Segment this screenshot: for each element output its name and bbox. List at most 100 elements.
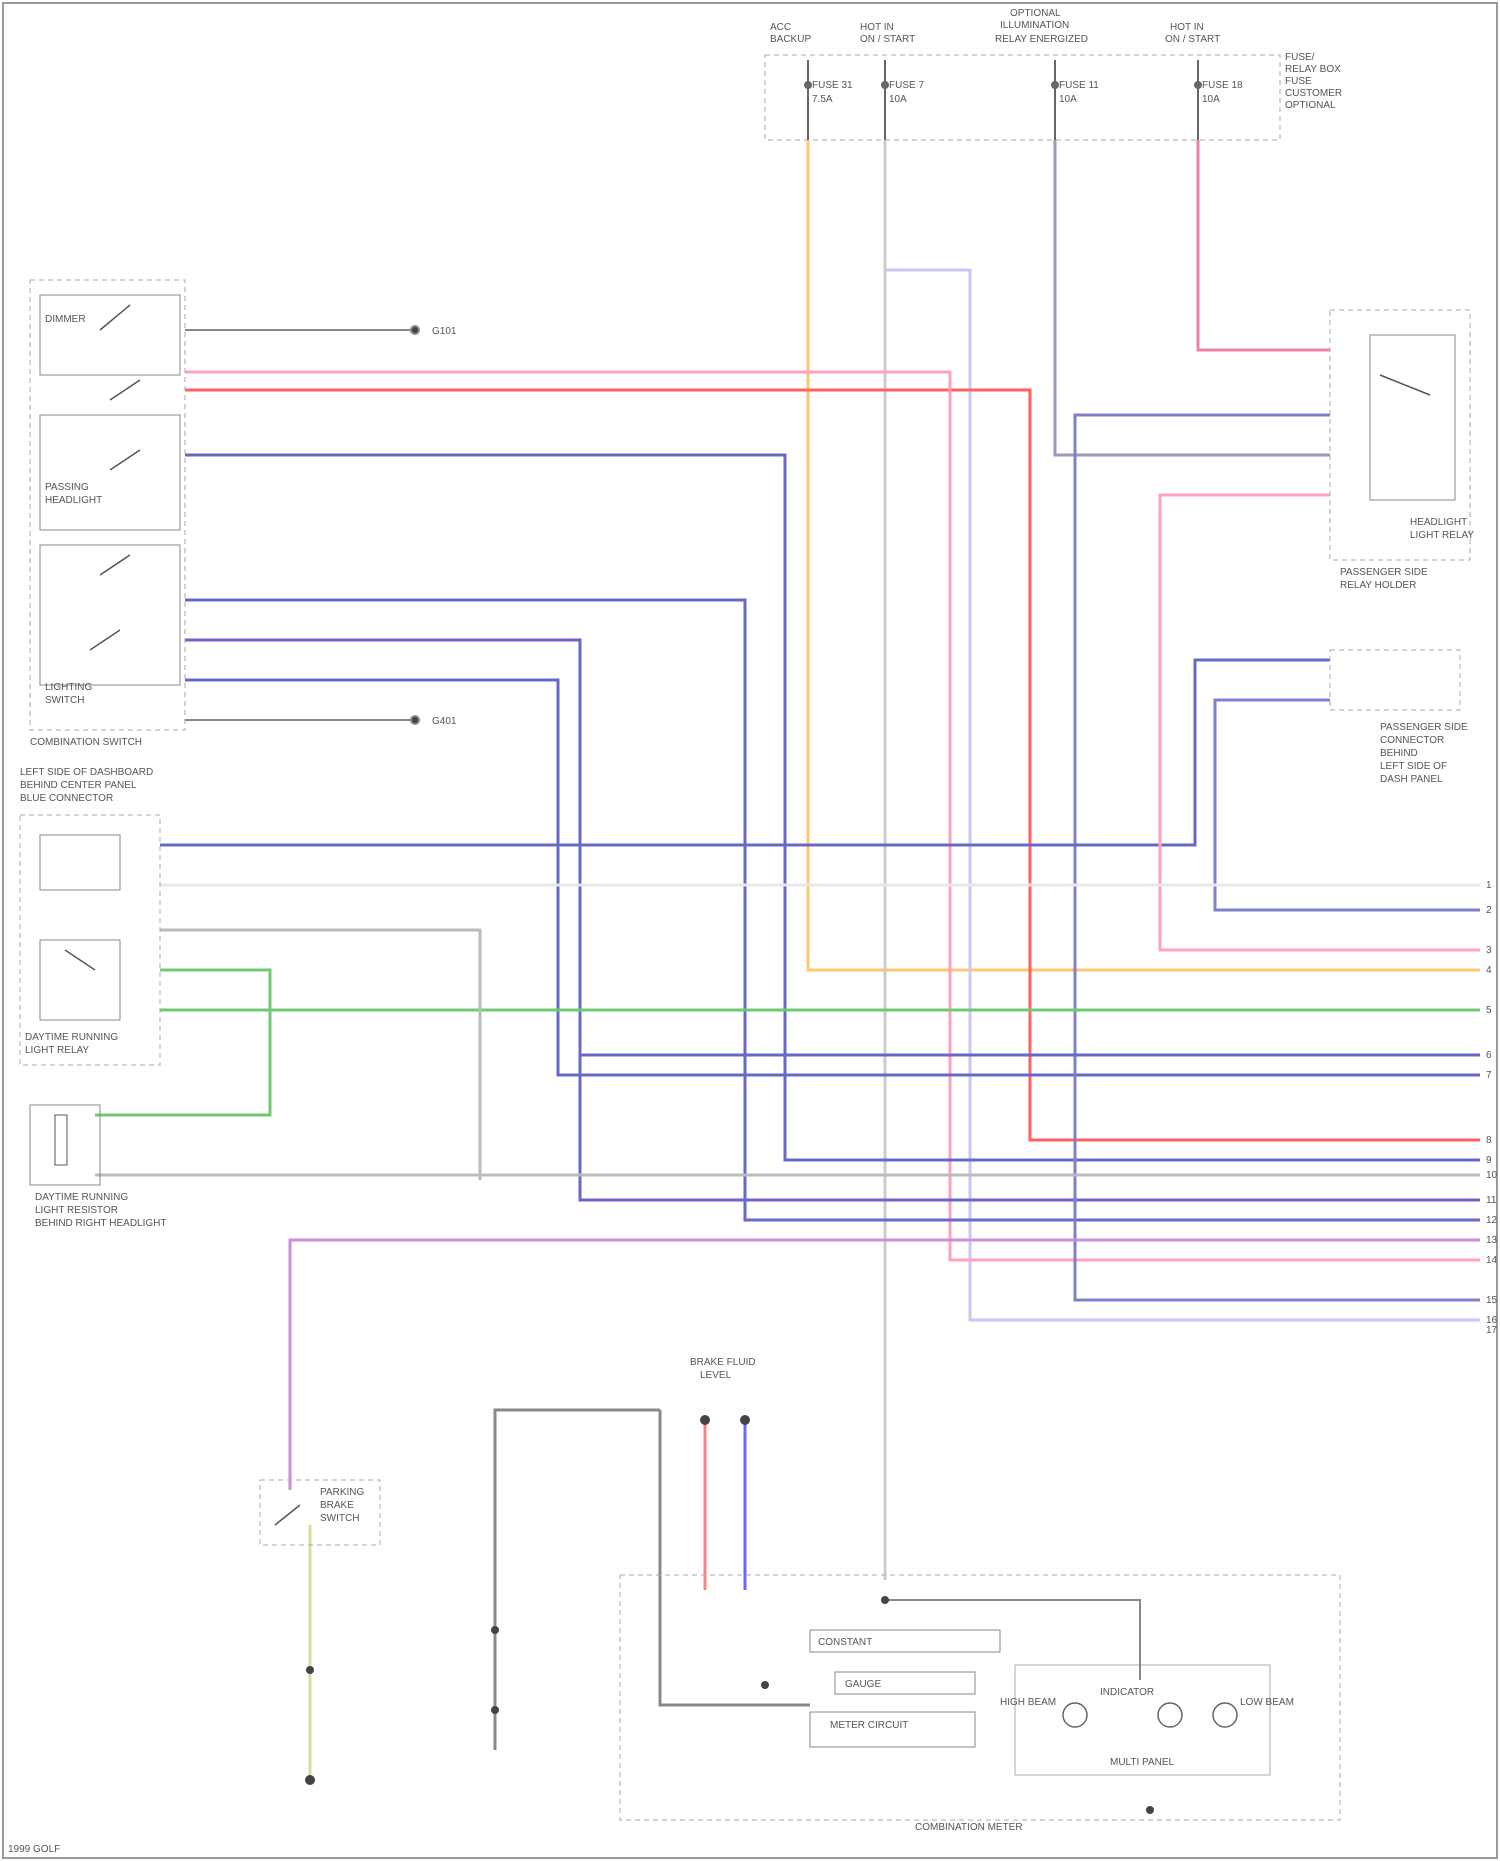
edge-number-5: 5 [1486,1005,1492,1016]
edge-number-13: 13 [1486,1235,1498,1246]
combo-part-dimmer: DIMMER [45,314,86,325]
ground-label-g401: G401 [432,716,457,727]
edge-number-11: 11 [1486,1195,1497,1206]
meter-part-high: HIGH BEAM [1000,1697,1056,1708]
headlight-relay-label-4: RELAY HOLDER [1340,580,1416,591]
fuse-col-4-fuse: FUSE 18 [1202,80,1243,91]
edge-number-15: 15 [1486,1295,1498,1306]
edge-number-9: 9 [1486,1155,1492,1166]
fuse-col-3-fuse: FUSE 11 [1059,80,1099,91]
resistor-label-2: LIGHT RESISTOR [35,1205,118,1216]
headlight-relay: HEADLIGHT LIGHT RELAY PASSENGER SIDE REL… [1330,310,1474,591]
parking-brake-switch: PARKING BRAKE SWITCH [260,1480,380,1785]
edge-number-12: 12 [1486,1215,1498,1226]
wire-blue-4 [185,680,1480,1075]
fuse-col-1-top-b: BACKUP [770,34,811,45]
fuse-box: ACC BACKUP FUSE 31 7.5A HOT IN ON / STAR… [765,8,1342,160]
meter-part-low: LOW BEAM [1240,1697,1294,1708]
footer-text: 1999 GOLF [8,1844,60,1855]
combination-switch: DIMMER PASSING HEADLIGHT LIGHTING SWITCH… [30,280,185,748]
edge-number-10: 10 [1486,1170,1498,1181]
edge-number-4: 4 [1486,965,1492,976]
passenger-label-2: CONNECTOR [1380,735,1444,746]
combo-part-headlight: HEADLIGHT [45,495,102,506]
wire-pink-1 [185,372,1480,1260]
edge-number-1: 1 [1486,880,1492,891]
fuse-col-3-amp: 10A [1059,94,1077,105]
fuse-col-1-fuse: FUSE 31 [812,80,853,91]
passenger-label-1: PASSENGER SIDE [1380,722,1468,733]
combo-part-passing: PASSING [45,482,89,493]
passenger-connector: PASSENGER SIDE CONNECTOR BEHIND LEFT SID… [1330,650,1468,785]
combination-switch-label: COMBINATION SWITCH [30,737,142,748]
wire-light-violet [885,270,1480,1320]
fuse-col-1-top-a: ACC [770,22,791,33]
meter-part-multi: MULTI PANEL [1110,1757,1175,1768]
edge-number-14: 14 [1486,1255,1498,1266]
ground-label-g101: G101 [432,326,457,337]
wire-blue-3 [185,640,1480,1200]
wire-pink-fuse4 [1198,140,1330,350]
fuse-col-3-top-b: ILLUMINATION [1000,20,1069,31]
resistor-label-1: DAYTIME RUNNING [35,1192,128,1203]
meter-part-circuit: METER CIRCUIT [830,1720,908,1731]
left-side-label-2: BEHIND CENTER PANEL [20,780,137,791]
wire-gray-5 [660,1410,810,1705]
wire-gray-2 [160,930,480,1180]
parking-label-3: SWITCH [320,1513,359,1524]
meter-part-indicator: INDICATOR [1100,1687,1154,1698]
brake-fluid-terminals [306,1415,750,1714]
brake-fluid-label-1: BRAKE FLUID [690,1357,756,1368]
parking-label-2: BRAKE [320,1500,354,1511]
fuse-box-label-1: FUSE/ [1285,52,1315,63]
edge-number-3: 3 [1486,945,1492,956]
left-side-label-3: BLUE CONNECTOR [20,793,113,804]
fuse-box-label-5: OPTIONAL [1285,100,1336,111]
wire-gray-fuse3 [1055,140,1330,455]
combination-meter-label: COMBINATION METER [915,1822,1023,1833]
fuse-col-3-top-a: OPTIONAL [1010,8,1061,19]
daytime-relay: LEFT SIDE OF DASHBOARD BEHIND CENTER PAN… [20,767,160,1065]
meter-part-gauge: GAUGE [845,1679,881,1690]
combo-part-switch: SWITCH [45,695,84,706]
left-side-label-1: LEFT SIDE OF DASHBOARD [20,767,153,778]
meter-part-constant: CONSTANT [818,1637,872,1648]
daytime-resistor: DAYTIME RUNNING LIGHT RESISTOR BEHIND RI… [30,1105,167,1229]
wire-green-2 [95,970,270,1115]
fuse-col-2-top-b: ON / START [860,34,915,45]
headlight-relay-label-3: PASSENGER SIDE [1340,567,1428,578]
passenger-label-5: DASH PANEL [1380,774,1443,785]
resistor-label-3: BEHIND RIGHT HEADLIGHT [35,1218,167,1229]
fuse-col-4-top-a: HOT IN [1170,22,1204,33]
wire-blue-5 [1075,415,1480,1300]
fuse-col-2-fuse: FUSE 7 [889,80,924,91]
fuse-col-4-top-b: ON / START [1165,34,1220,45]
fuse-col-2-amp: 10A [889,94,907,105]
combo-ground-links [185,326,419,724]
edge-number-8: 8 [1486,1135,1492,1146]
fuse-col-1-amp: 7.5A [812,94,833,105]
fuse-col-2-top-a: HOT IN [860,22,894,33]
edge-number-2: 2 [1486,905,1492,916]
fuse-col-4-amp: 10A [1202,94,1220,105]
combo-part-lighting: LIGHTING [45,682,92,693]
wires [95,140,1480,1780]
fuse-col-3-top-c: RELAY ENERGIZED [995,34,1088,45]
wire-red [185,390,1480,1140]
brake-fluid-label-2: LEVEL [700,1370,732,1381]
wire-gray-4 [495,1410,660,1750]
headlight-relay-label-2: LIGHT RELAY [1410,530,1474,541]
edge-number-6: 6 [1486,1050,1492,1061]
passenger-label-3: BEHIND [1380,748,1418,759]
headlight-relay-label-1: HEADLIGHT [1410,517,1467,528]
parking-label-1: PARKING [320,1487,364,1498]
fuse-box-label-3: FUSE [1285,76,1312,87]
daytime-relay-label-2: LIGHT RELAY [25,1045,89,1056]
passenger-label-4: LEFT SIDE OF [1380,761,1447,772]
edge-number-7: 7 [1486,1070,1492,1081]
edge-number-17: 17 [1486,1325,1498,1336]
fuse-box-label-4: CUSTOMER [1285,88,1342,99]
